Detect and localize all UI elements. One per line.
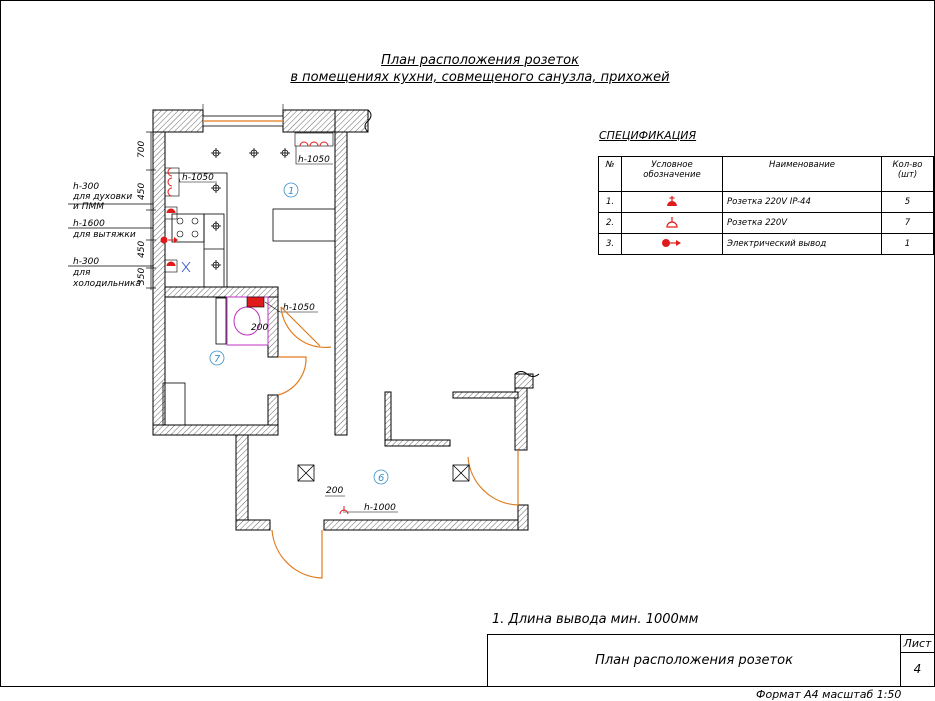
- header-symbol: Условное обозначение: [621, 156, 723, 192]
- kitchen-furniture: [165, 172, 336, 288]
- dim-350: 350: [137, 268, 147, 285]
- header-name: Наименование: [722, 156, 882, 192]
- format-scale: Формат А4 масштаб 1:50: [756, 688, 902, 701]
- electric-outlet-icon: [662, 238, 681, 247]
- walls: [152, 109, 534, 531]
- h1050-label-bath: h-1050: [283, 303, 315, 313]
- hall-socket-icon: [339, 506, 349, 515]
- dim-200-hall: 200: [326, 486, 343, 496]
- row-qty: 7: [881, 212, 934, 234]
- dim-450-b: 450: [137, 241, 147, 258]
- drawing-note: 1. Длина вывода мин. 1000мм: [492, 612, 699, 627]
- bath-socket-icon: [246, 296, 265, 308]
- socket-220v-icon: [666, 216, 678, 228]
- window: [202, 104, 284, 127]
- row-symbol: [621, 233, 723, 255]
- row-num: 1.: [598, 191, 622, 213]
- title-line-1: План расположения розеток: [381, 53, 579, 68]
- room-labels: [209, 182, 389, 485]
- header-num: №: [598, 156, 622, 192]
- specification-table: № Условное обозначение Наименование Кол-…: [598, 156, 934, 255]
- row-name: Электрический вывод: [722, 233, 882, 255]
- hob-icon: [176, 217, 199, 238]
- kitchen-socket-icons: [164, 132, 334, 273]
- dimension-chain: [68, 131, 156, 290]
- room-label-kitchen: 1: [288, 186, 294, 197]
- row-qty: 5: [881, 191, 934, 213]
- sheet-label: Лист: [901, 635, 934, 653]
- table-row: 1. Розетка 220V IP-44 5: [598, 191, 934, 213]
- hood-height: h-1600: [73, 219, 105, 229]
- oven-pmm: и ПММ: [73, 202, 104, 212]
- row-name: Розетка 220V IP-44: [722, 191, 882, 213]
- title-line-2: в помещениях кухни, совмещеного санузла,…: [290, 70, 670, 85]
- row-qty: 1: [881, 233, 934, 255]
- room-label-hall: 6: [378, 473, 384, 484]
- wall-breaks: [364, 109, 540, 377]
- drawing-title: План расположения розеток в помещениях к…: [250, 52, 710, 86]
- title-block-name: План расположения розеток: [488, 635, 901, 686]
- fridge-height: h-300: [73, 257, 99, 267]
- dim-200-bath: 200: [251, 323, 268, 333]
- row-name: Розетка 220V: [722, 212, 882, 234]
- ventilation-icons: [297, 464, 470, 482]
- dim-450-a: 450: [137, 183, 147, 200]
- ceiling-light-icons: [211, 148, 290, 270]
- header-qty: Кол-во (шт): [881, 156, 934, 192]
- electric-outlet-marker: [160, 236, 178, 244]
- row-symbol: [621, 191, 723, 213]
- table-row: 2. Розетка 220V 7: [598, 212, 934, 234]
- oven-height: h-300: [73, 182, 99, 192]
- h1000-label: h-1000: [364, 503, 396, 513]
- row-symbol: [621, 212, 723, 234]
- row-num: 3.: [598, 233, 622, 255]
- dim-700: 700: [137, 141, 147, 158]
- hood-purpose: для вытяжки: [72, 230, 136, 240]
- fridge-purpose: для: [72, 268, 91, 278]
- sheet-number: 4: [913, 662, 922, 676]
- row-num: 2.: [598, 212, 622, 234]
- table-row: 3. Электрический вывод 1: [598, 233, 934, 255]
- oven-purpose: для духовки: [72, 192, 132, 202]
- h1050-label-left: h-1050: [182, 173, 214, 183]
- fridge-name: холодильника: [72, 279, 141, 289]
- h1050-label-top: h-1050: [298, 155, 330, 165]
- doors: [271, 306, 519, 579]
- room-label-bath: 7: [214, 354, 221, 365]
- table-header-row: № Условное обозначение Наименование Кол-…: [598, 156, 934, 192]
- specification-heading: СПЕЦИФИКАЦИЯ: [599, 129, 697, 142]
- title-block: План расположения розеток Лист 4: [487, 634, 934, 686]
- socket-ip44-icon: [667, 195, 677, 206]
